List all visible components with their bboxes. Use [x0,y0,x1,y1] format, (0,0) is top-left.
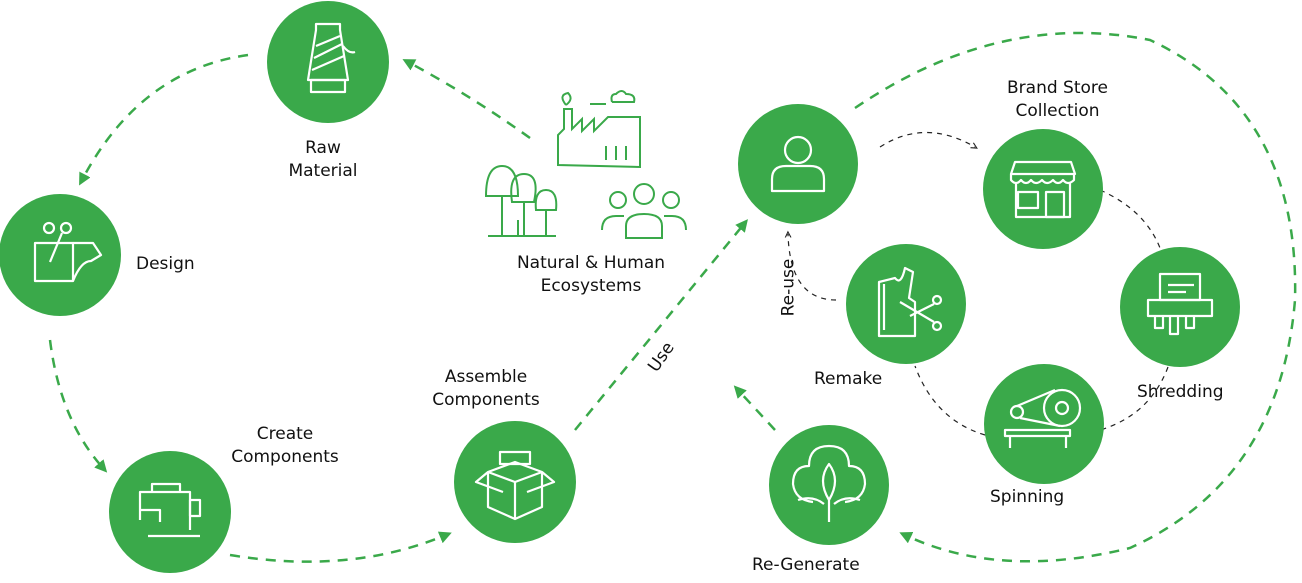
shredding-circle [1120,247,1240,367]
brand-store-circle [983,129,1103,249]
arrow-use [574,219,748,431]
user-icon [770,135,826,193]
label-line: Components [231,447,339,467]
label-line: Raw [305,138,341,158]
spinning-label: Spinning [990,487,1065,507]
remake-label: Remake [814,369,883,389]
regenerate-circle [769,425,889,545]
garment-scissors-icon [877,266,943,338]
link-spinning-remake [914,365,986,436]
scissors-pattern-icon [33,221,103,283]
sewing-machine-icon [138,482,202,538]
arrow-outer-loop [854,31,1297,563]
arrow-design-to-create [48,339,108,473]
label-line: Ecosystems [540,276,642,296]
regenerate-label: Re-Generate [752,555,860,575]
spinning-machine-icon [1003,388,1082,448]
label-line: Brand Store [1007,78,1108,98]
arrow-create-to-assemble [229,531,452,563]
shredding-label: Shredding [1137,382,1224,402]
node-icons [33,22,1214,538]
store-icon [1009,160,1077,219]
label-line: Material [288,161,358,181]
arrow-user-to-store [879,132,975,148]
spinning-circle [984,364,1104,484]
arrow-raw-to-design [79,53,249,186]
arrow-reuse [788,234,837,301]
design-label: Design [136,254,195,274]
cotton-plant-icon [791,444,867,522]
link-shredding-spinning [1099,366,1169,431]
green-flow-arrows [48,31,1297,563]
black-loop-arrows [788,132,1169,436]
label-line: Create [256,424,314,444]
label-line: Natural & Human [516,253,666,273]
label-line: Components [432,390,540,410]
arrow-regenerate [733,385,776,431]
design-circle [0,194,121,316]
link-store-shredding [1099,189,1161,249]
open-box-icon [474,450,556,521]
factory-trees-people-icon [484,90,687,239]
label-line: Collection [1015,101,1100,121]
arrow-eco-to-raw [402,59,531,140]
create-components-circle [109,451,231,573]
label-line: Assemble [444,367,528,387]
remake-circle [846,244,966,364]
shredder-icon [1146,272,1214,336]
reuse-edge-label: Re-use [778,258,799,317]
thread-cone-icon [306,22,356,94]
